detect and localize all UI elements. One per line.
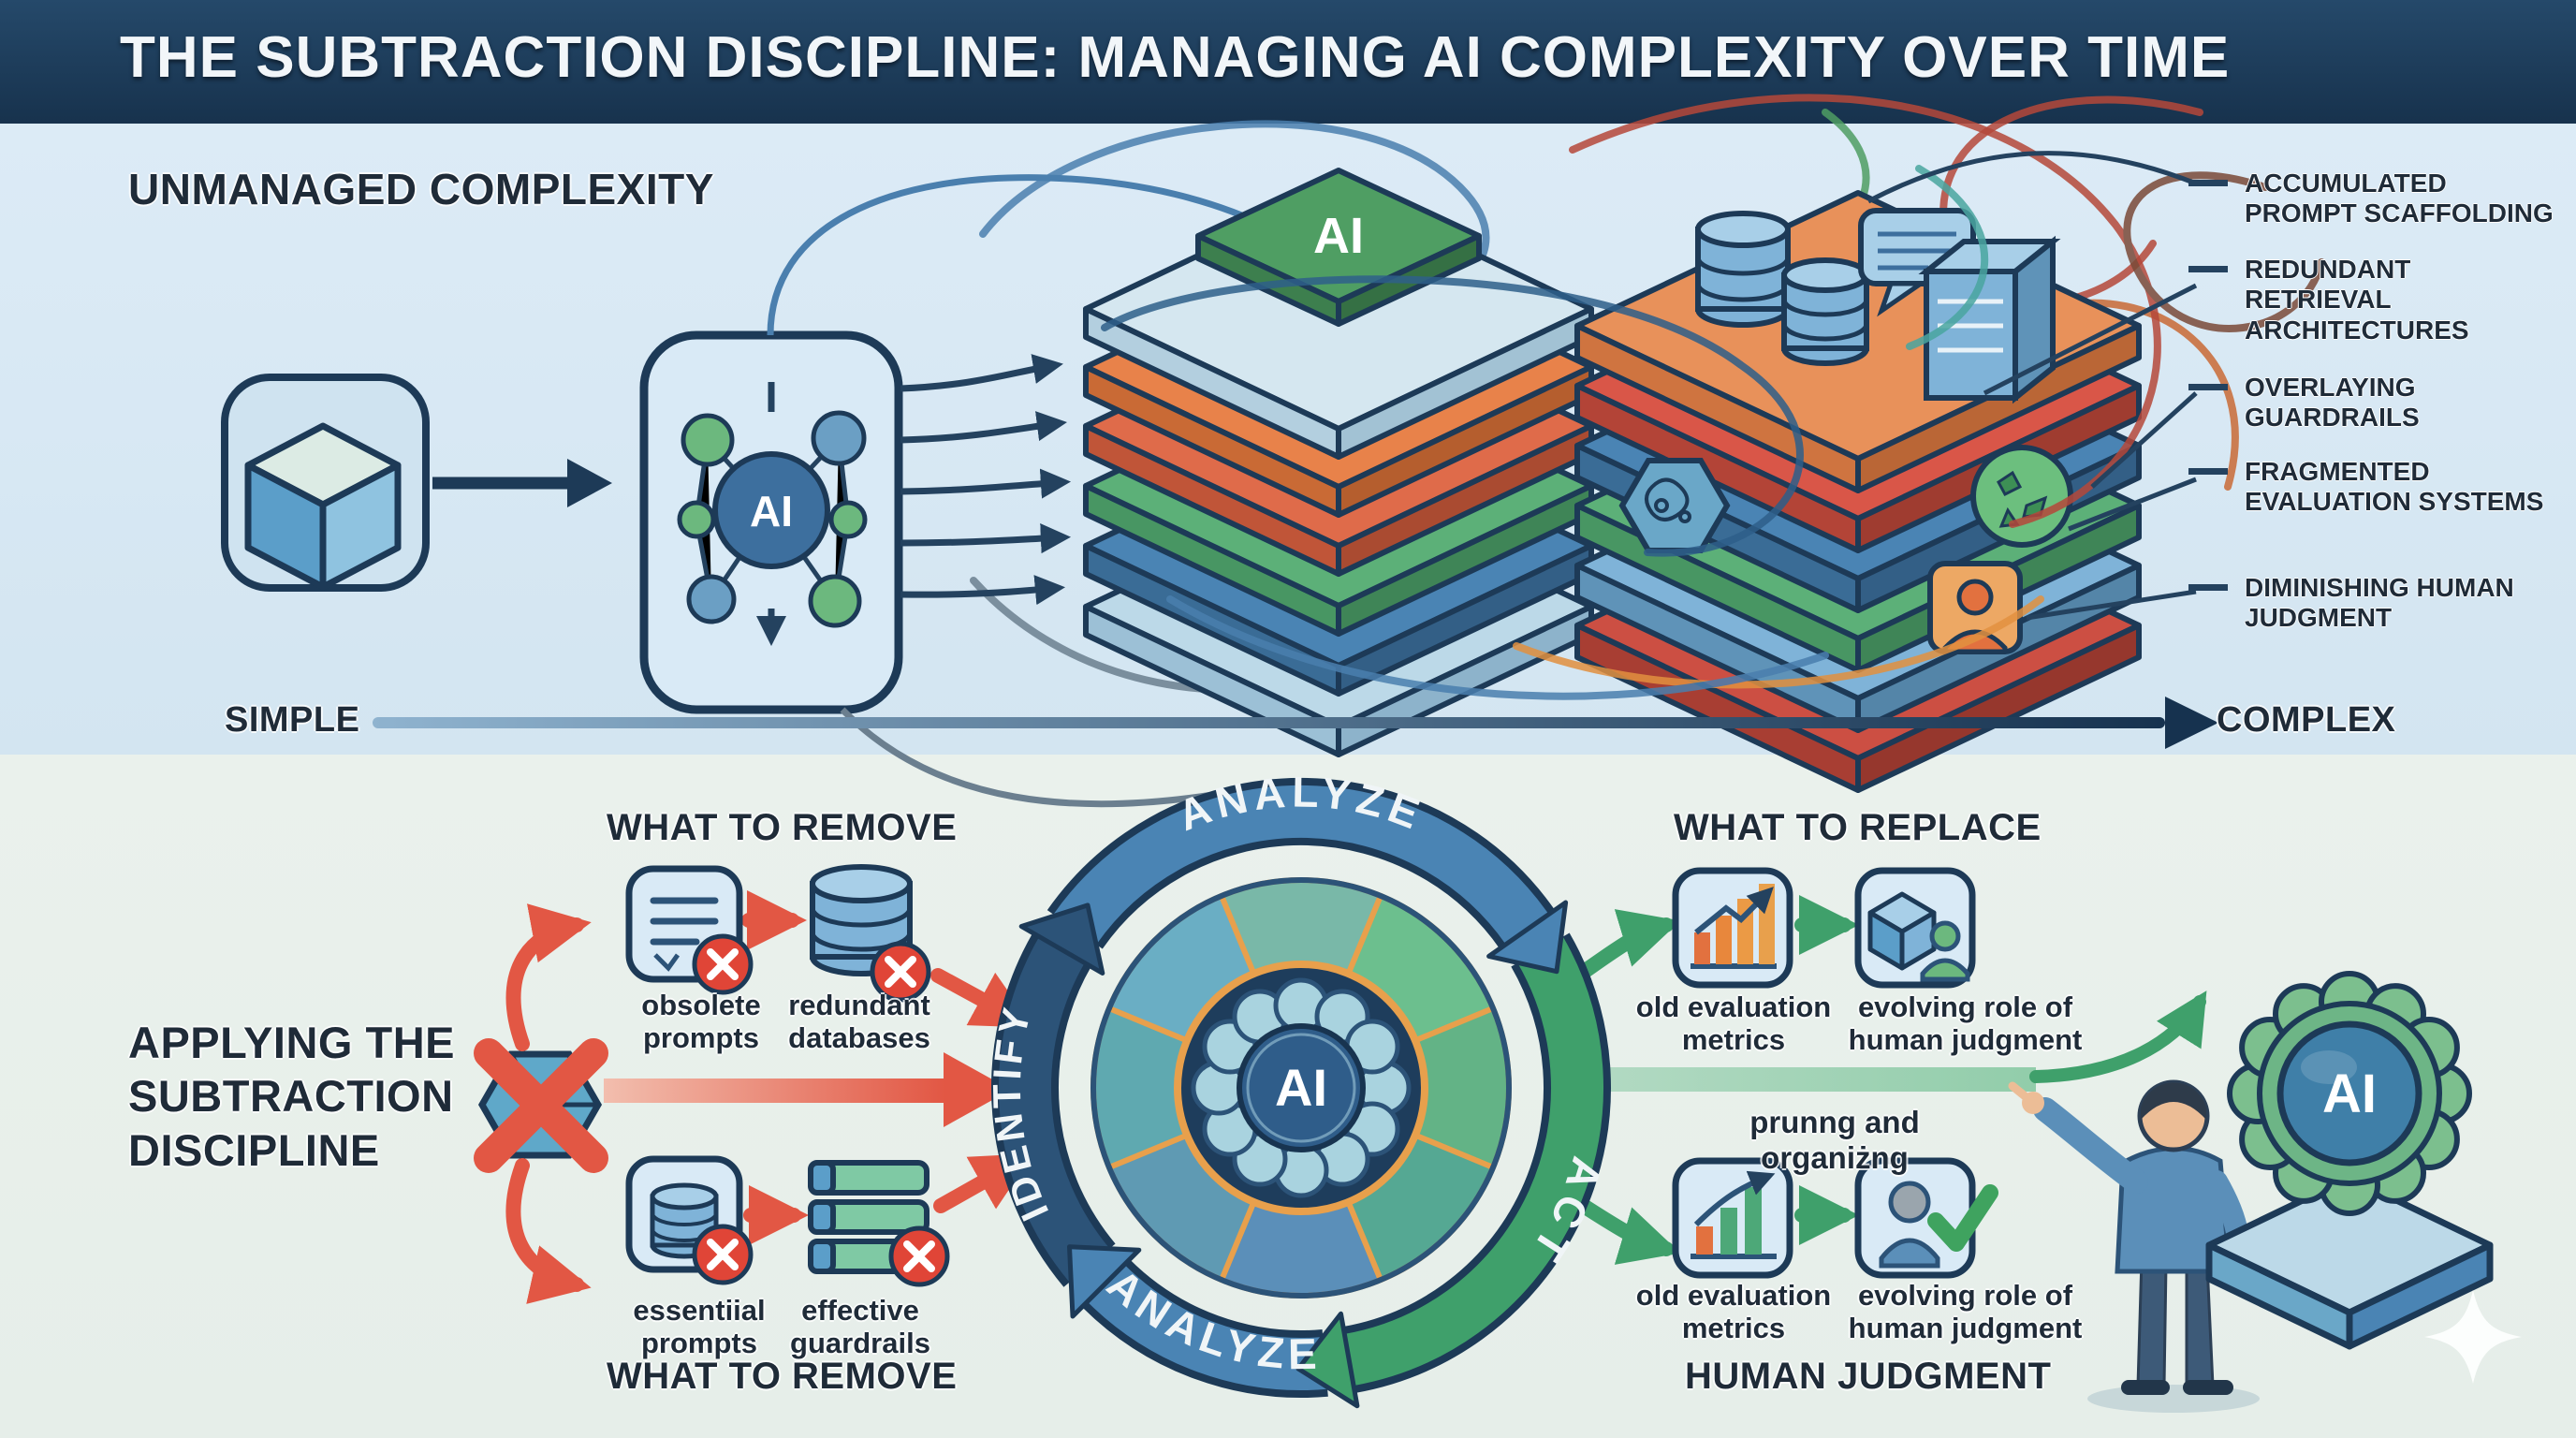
cycle-diagram: ANALYZE IDENTIFY ACT ANALYZE AI [985, 767, 1612, 1409]
pruning-band-arrow [1549, 1067, 2036, 1092]
human-check-icon [1854, 1157, 1998, 1279]
network-nodes [677, 410, 868, 628]
redundant-databases-label: redundant databases [788, 989, 930, 1055]
side-label-prompt-scaffolding: ACCUMULATED PROMPT SCAFFOLDING [2188, 169, 2563, 229]
obsolete-prompts-icon [625, 865, 754, 995]
remove-badge-icon [692, 1224, 754, 1285]
what-to-remove-bottom-heading: WHAT TO REMOVE [607, 1356, 958, 1397]
old-metrics-icon-2 [1672, 1157, 1793, 1279]
redundant-databases-icon [810, 864, 931, 1003]
evolving-role-label: evolving role of human judgment [1848, 990, 2083, 1057]
label-dash [2188, 584, 2228, 591]
ai-core-label: AI [750, 487, 793, 536]
remove-main-arrow [604, 1052, 1011, 1127]
refined-ai-label: AI [2322, 1064, 2377, 1124]
refined-ai-badge: AI [2205, 971, 2494, 1350]
label-connector-lines [1866, 151, 2198, 621]
cube-person-icon [1854, 867, 1976, 989]
ai-network-box: AI [639, 330, 903, 714]
what-to-remove-top-heading: WHAT TO REMOVE [607, 807, 958, 848]
label-dash [2188, 468, 2228, 475]
essential-prompts-label: essentiial prompts [633, 1294, 766, 1360]
pruning-curve-arrow [2029, 990, 2207, 1083]
simple-system-box [221, 374, 430, 592]
unmanaged-complexity-heading: UNMANAGED COMPLEXITY [128, 165, 714, 213]
evolving-role-label-2: evolving role of human judgment [1848, 1279, 2083, 1345]
ai-core-node [712, 451, 830, 569]
remove-badge-icon [888, 1225, 950, 1287]
old-evaluation-metrics-label-2: old evaluation metrics [1635, 1279, 1832, 1345]
page-title: THE SUBTRACTION DISCIPLINE: MANAGING AI … [120, 25, 2231, 90]
obsolete-prompts-label: obsolete prompts [641, 989, 761, 1055]
axis-simple-label: SIMPLE [225, 700, 360, 740]
pruning-note-label: prunng and organiżng [1749, 1105, 1920, 1175]
what-to-replace-heading: WHAT TO REPLACE [1674, 807, 2042, 848]
old-evaluation-metrics-label: old evaluation metrics [1635, 990, 1832, 1057]
analyze-bottom-arc [1087, 1264, 1328, 1391]
hexagon-network-icon [1618, 458, 1731, 553]
side-label-fragmented-evaluation: FRAGMENTED EVALUATION SYSTEMS [2188, 457, 2563, 518]
act-arc [1344, 936, 1604, 1387]
ai-chip [1195, 168, 1482, 327]
human-judgment-heading: HUMAN JUDGMENT [1685, 1356, 2052, 1397]
side-label-diminishing-judgment: DIMINISHING HUMAN JUDGMENT [2188, 573, 2563, 634]
effective-guardrails-label: effective guardrails [790, 1294, 930, 1360]
cube-icon [244, 422, 402, 591]
complexity-axis-arrow [373, 697, 2218, 749]
ai-chip-label: AI [1313, 208, 1364, 264]
applying-discipline-heading: APPLYING THE SUBTRACTION DISCIPLINE [128, 1018, 455, 1175]
label-dash [2188, 180, 2228, 186]
check-icon [1927, 1184, 1998, 1252]
analyze-top-arc [1053, 785, 1549, 945]
simple-to-ai-arrow [432, 459, 612, 507]
remove-badge-icon [870, 941, 931, 1003]
axis-complex-label: COMPLEX [2217, 700, 2396, 740]
identify-arc [998, 936, 1110, 1283]
old-metrics-icon [1672, 867, 1793, 989]
effective-guardrails-icon [808, 1160, 950, 1287]
essential-prompts-icon [625, 1155, 754, 1285]
sparkle-icon [2424, 1290, 2522, 1384]
fanout-arrows [767, 174, 1275, 808]
label-dash [2188, 266, 2228, 272]
tangled-wires-front [1101, 94, 2325, 700]
fragment-circle-icon [1970, 445, 2073, 548]
side-label-retrieval-architectures: REDUNDANT RETRIEVAL ARCHITECTURES [2188, 255, 2563, 345]
remove-badge-icon [692, 933, 754, 995]
label-dash [2188, 384, 2228, 390]
subtraction-x-icon [474, 1038, 608, 1173]
side-label-overlaying-guardrails: OVERLAYING GUARDRAILS [2188, 373, 2563, 433]
server-icon [1918, 235, 2061, 404]
ai-brain-petals [1191, 977, 1412, 1198]
database-icons [1695, 211, 1869, 366]
cycle-ai-label: AI [1275, 1058, 1327, 1117]
